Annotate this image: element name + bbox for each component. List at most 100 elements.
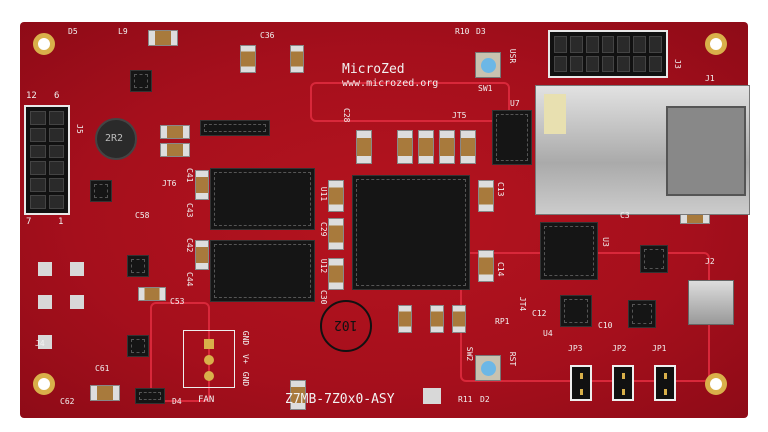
trace bbox=[310, 82, 510, 122]
jt4-label: JT4 bbox=[518, 296, 528, 312]
u12-label: U12 bbox=[319, 258, 329, 274]
jp3-label: JP3 bbox=[568, 344, 583, 353]
capacitor bbox=[439, 130, 455, 164]
u3-label: U3 bbox=[600, 237, 610, 247]
capacitor bbox=[290, 380, 306, 410]
pad bbox=[38, 295, 52, 309]
ref-label-c42: C42 bbox=[185, 238, 194, 253]
ref-label: D4 bbox=[172, 397, 182, 406]
fan-pin-label: GND bbox=[241, 371, 251, 387]
fan-header[interactable] bbox=[183, 330, 235, 388]
usr-button-sw1[interactable] bbox=[475, 52, 501, 78]
mounting-hole bbox=[705, 33, 727, 55]
regulator-chip bbox=[130, 70, 152, 92]
micro-usb-port-j2[interactable] bbox=[688, 280, 734, 325]
j2-label: J2 bbox=[705, 257, 715, 266]
u11-chip bbox=[640, 245, 668, 273]
handwritten-mark: 102 bbox=[334, 317, 358, 332]
ref-label: D3 bbox=[476, 27, 486, 36]
capacitor bbox=[398, 305, 412, 333]
j4-label: J4 bbox=[35, 339, 45, 348]
jumper-jp1[interactable] bbox=[654, 365, 676, 401]
mounting-hole bbox=[705, 373, 727, 395]
capacitor bbox=[328, 258, 344, 290]
capacitor bbox=[148, 30, 178, 46]
ref-label: R10 bbox=[455, 27, 470, 36]
capacitor bbox=[478, 180, 494, 212]
sw1-label: SW1 bbox=[478, 84, 493, 93]
ref-label: L9 bbox=[118, 27, 128, 36]
jt6-label: JT6 bbox=[162, 179, 177, 188]
j3-label: J3 bbox=[672, 59, 682, 69]
capacitor bbox=[90, 385, 120, 401]
pad bbox=[38, 262, 52, 276]
ref-label-c29: C29 bbox=[319, 222, 328, 237]
capacitor bbox=[160, 143, 190, 157]
fan-label: FAN bbox=[198, 395, 215, 405]
pad bbox=[423, 388, 441, 404]
ethernet-jack-j1[interactable] bbox=[535, 85, 750, 215]
regulator-chip bbox=[127, 255, 149, 277]
ref-label: D2 bbox=[480, 395, 490, 404]
ref-label: C36 bbox=[260, 31, 275, 40]
inductor-label: 2R2 bbox=[105, 133, 124, 144]
ref-label: C53 bbox=[170, 297, 185, 306]
pin-label: 12 bbox=[26, 91, 37, 101]
rj45-port[interactable] bbox=[666, 106, 746, 196]
ref-label-c43: C43 bbox=[185, 203, 194, 218]
jt5-label: JT5 bbox=[452, 111, 467, 120]
u7-label: U7 bbox=[510, 99, 520, 108]
capacitor bbox=[452, 305, 466, 333]
capacitor bbox=[138, 287, 166, 301]
ref-label: C3 bbox=[620, 211, 630, 220]
capacitor bbox=[160, 125, 190, 139]
capacitor bbox=[397, 130, 413, 164]
ref-label: RP1 bbox=[495, 317, 510, 326]
capacitor bbox=[478, 250, 494, 282]
ref-label: D5 bbox=[68, 27, 78, 36]
j1-label: J1 bbox=[705, 74, 715, 83]
fan-pin-label: GND bbox=[241, 330, 251, 346]
ref-label-c44: C44 bbox=[185, 272, 194, 287]
resistor-array bbox=[200, 120, 270, 136]
jumper-jp3[interactable] bbox=[570, 365, 592, 401]
capacitor bbox=[418, 130, 434, 164]
ref-label-c41: C41 bbox=[185, 168, 194, 183]
ddr-memory-chip bbox=[210, 240, 315, 302]
mounting-hole bbox=[33, 33, 55, 55]
capacitor bbox=[290, 45, 304, 73]
capacitor bbox=[240, 45, 256, 73]
sw2-label: SW2 bbox=[465, 346, 475, 362]
fan-pin-label: V+ bbox=[240, 354, 250, 364]
j5-pmod-header[interactable] bbox=[24, 105, 70, 215]
trace bbox=[150, 302, 210, 402]
capacitor bbox=[356, 130, 372, 164]
ref-label-c14: C14 bbox=[496, 262, 505, 277]
u3-chip bbox=[540, 222, 598, 280]
u4-label: U4 bbox=[543, 329, 553, 338]
pin-label: 7 bbox=[26, 217, 32, 227]
u12-chip bbox=[628, 300, 656, 328]
pad bbox=[70, 262, 84, 276]
rst-button-sw2[interactable] bbox=[475, 355, 501, 381]
capacitor bbox=[460, 130, 476, 164]
ref-label-c10: C10 bbox=[598, 321, 613, 330]
ref-label-c30: C30 bbox=[319, 290, 328, 305]
ref-label-c12: C12 bbox=[532, 309, 547, 318]
assembly-label: Z7MB-7Z0x0-ASY bbox=[285, 392, 395, 407]
ref-label-c13: C13 bbox=[496, 182, 505, 197]
regulator-chip bbox=[90, 180, 112, 202]
pad bbox=[70, 295, 84, 309]
jp1-label: JP1 bbox=[652, 344, 667, 353]
jumper-jp2[interactable] bbox=[612, 365, 634, 401]
capacitor bbox=[195, 240, 209, 270]
url-label: www.microzed.org bbox=[342, 78, 439, 89]
jp2-label: JP2 bbox=[612, 344, 627, 353]
u11-label: U11 bbox=[319, 186, 329, 202]
ref-label: C62 bbox=[60, 397, 75, 406]
u5-chip bbox=[560, 295, 592, 327]
ddr-memory-chip bbox=[210, 168, 315, 230]
j3-jtag-header[interactable] bbox=[548, 30, 668, 78]
regulator-chip bbox=[127, 335, 149, 357]
capacitor bbox=[328, 180, 344, 212]
